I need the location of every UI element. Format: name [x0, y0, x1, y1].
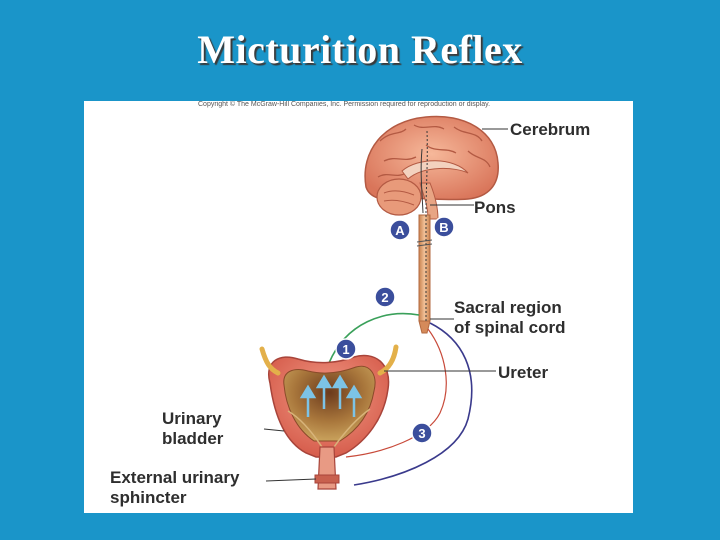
label-sphincter-line1: External urinary — [110, 468, 240, 487]
label-sacral-line1: Sacral region — [454, 298, 562, 317]
svg-text:3: 3 — [418, 426, 425, 441]
spinal-cord — [418, 214, 431, 322]
label-sacral-line2: of spinal cord — [454, 318, 565, 337]
label-pons: Pons — [474, 198, 516, 217]
label-cerebrum: Cerebrum — [510, 120, 590, 139]
motor-pathway — [353, 322, 473, 486]
marker-3: 3 — [411, 422, 433, 444]
micturition-diagram: A B 2 1 3 Cerebrum Pons Sacral region of… — [110, 115, 590, 507]
marker-b: B — [433, 216, 455, 238]
label-sphincter-line2: sphincter — [110, 488, 187, 507]
svg-text:2: 2 — [381, 290, 388, 305]
label-ureter: Ureter — [498, 363, 548, 382]
pressure-arrows — [299, 374, 363, 417]
figure-panel: Copyright © The McGraw-Hill Companies, I… — [84, 101, 633, 513]
marker-a: A — [389, 219, 411, 241]
sensory-pathway — [328, 312, 420, 364]
urinary-bladder — [259, 344, 399, 490]
svg-text:A: A — [395, 223, 405, 238]
marker-2: 2 — [374, 286, 396, 308]
svg-text:1: 1 — [342, 342, 349, 357]
label-bladder-line1: Urinary — [162, 409, 222, 428]
brain — [364, 115, 499, 220]
marker-1: 1 — [335, 338, 357, 360]
slide-title: Micturition Reflex — [197, 27, 523, 72]
copyright-notice: Copyright © The McGraw-Hill Companies, I… — [198, 101, 491, 108]
label-bladder-line2: bladder — [162, 429, 224, 448]
svg-text:B: B — [439, 220, 448, 235]
